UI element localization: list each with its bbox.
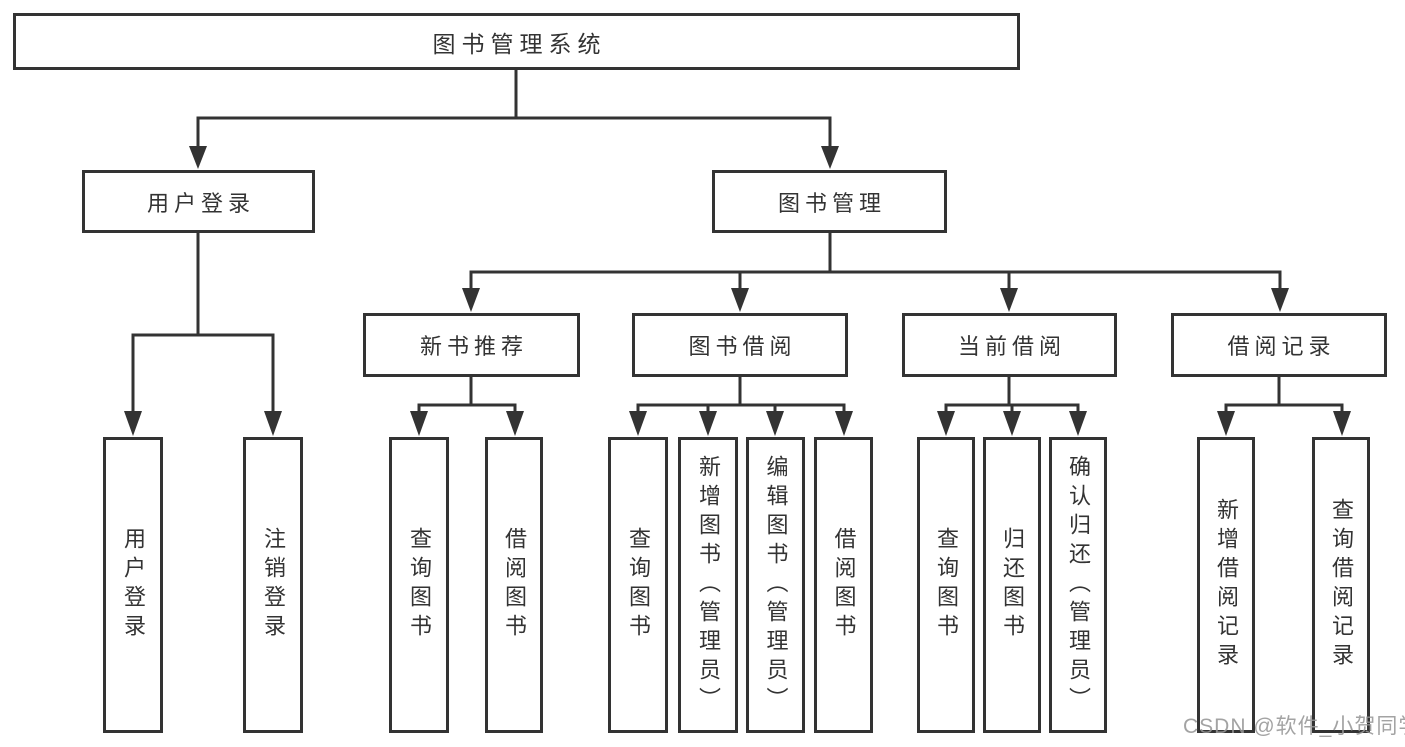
- leaf-edit-book-admin: 编辑图书（管理员）: [746, 437, 805, 733]
- leaf-query-books-recommend: 查询图书: [389, 437, 449, 733]
- node-borrow-records: 借阅记录: [1171, 313, 1387, 377]
- leaf-borrow-books: 借阅图书: [814, 437, 873, 733]
- node-current-borrow: 当前借阅: [902, 313, 1117, 377]
- leaf-add-book-admin: 新增图书（管理员）: [678, 437, 738, 733]
- leaf-query-books-current: 查询图书: [917, 437, 975, 733]
- leaf-confirm-return-admin: 确认归还（管理员）: [1049, 437, 1107, 733]
- csdn-watermark: CSDN @软件_小贺同学: [1183, 715, 1405, 738]
- leaf-query-borrow-record: 查询借阅记录: [1312, 437, 1370, 733]
- leaf-query-books-borrow: 查询图书: [608, 437, 668, 733]
- node-root: 图书管理系统: [13, 13, 1020, 70]
- leaf-user-login: 用户登录: [103, 437, 163, 733]
- node-book-borrow: 图书借阅: [632, 313, 848, 377]
- leaf-logout: 注销登录: [243, 437, 303, 733]
- node-user-login: 用户登录: [82, 170, 315, 233]
- leaf-add-borrow-record: 新增借阅记录: [1197, 437, 1255, 733]
- leaf-return-book: 归还图书: [983, 437, 1041, 733]
- node-book-management: 图书管理: [712, 170, 947, 233]
- leaf-borrow-books-recommend: 借阅图书: [485, 437, 543, 733]
- node-new-book-recommend: 新书推荐: [363, 313, 580, 377]
